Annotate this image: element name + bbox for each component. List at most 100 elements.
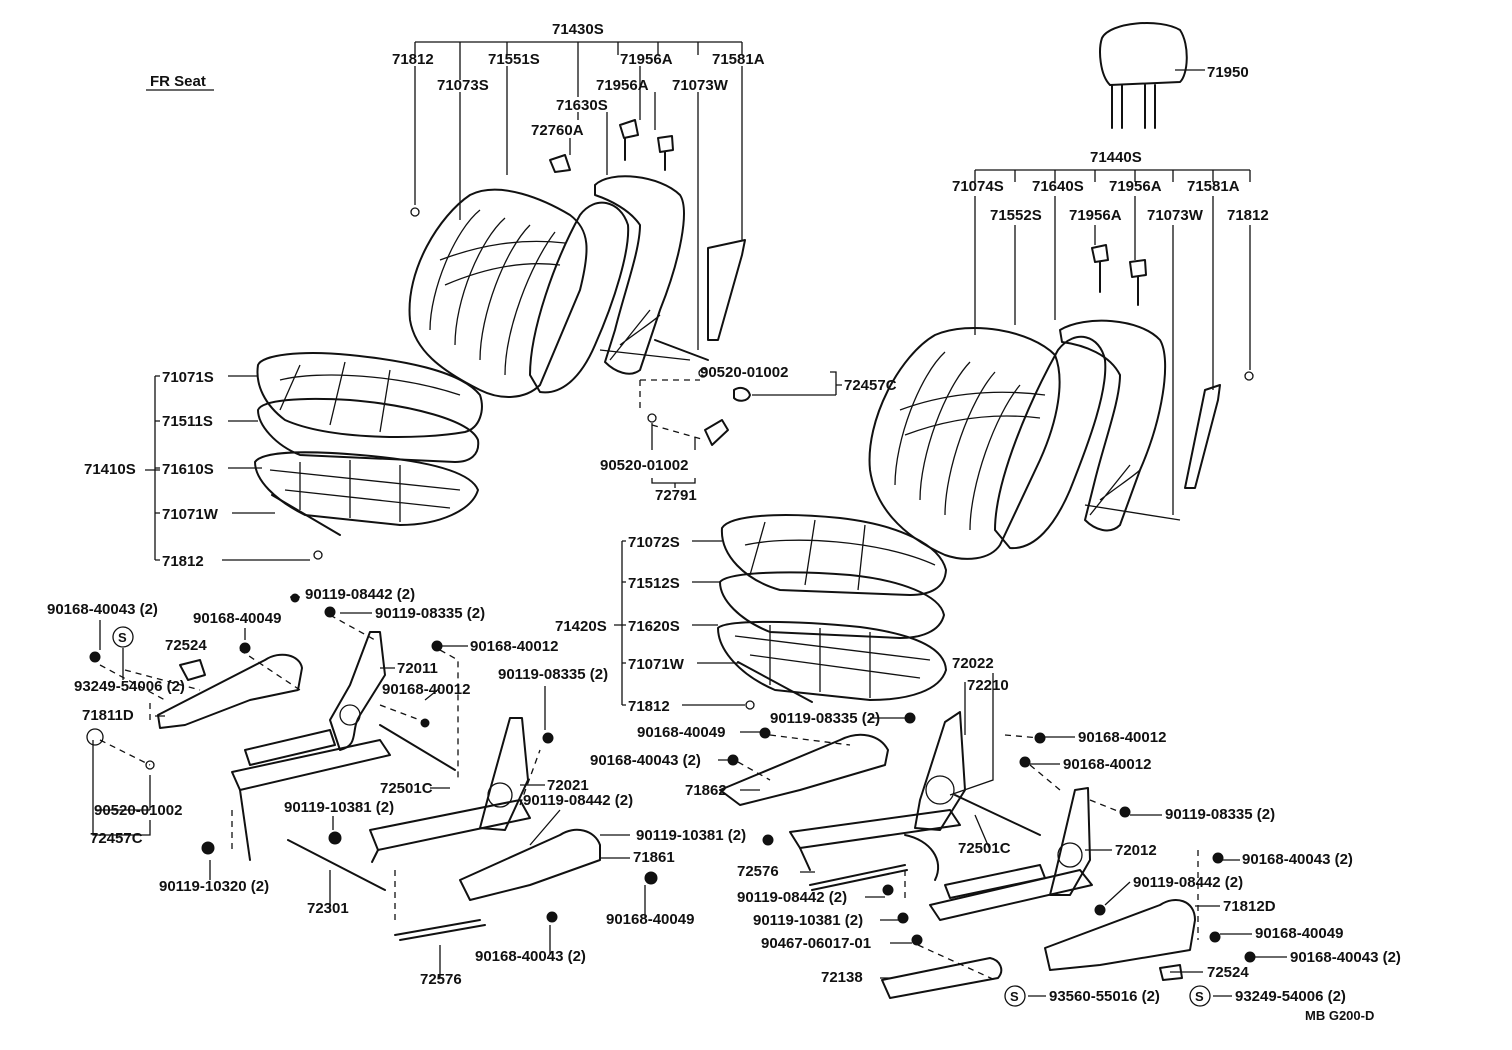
- left-seatback-callouts: 71430S 71812 71551S 71956A 71581A 71073S…: [392, 21, 765, 350]
- left-seatback-drawing: [408, 119, 746, 398]
- callout-71072S: 71072S: [628, 534, 680, 551]
- diagram-title: FR Seat: [150, 73, 206, 90]
- callout-71640S: 71640S: [1032, 178, 1084, 195]
- callout-72576-a: 72576: [420, 971, 462, 988]
- callout-90168-40043-2-b: 90168-40043 (2): [475, 948, 586, 965]
- right-cushion-callouts: 71072S 71512S 71420S 71620S 71071W 71812: [555, 534, 755, 715]
- lower-right-drawing: [719, 711, 1196, 999]
- callout-72457C-a: 72457C: [844, 377, 897, 394]
- callout-71812-a: 71812: [392, 51, 434, 68]
- callout-72760A: 72760A: [531, 122, 584, 139]
- callout-72576-b: 72576: [737, 863, 779, 880]
- callout-71861: 71861: [633, 849, 675, 866]
- recliner-knob-callouts: 90520-01002 72457C 90520-01002 72791: [600, 364, 897, 504]
- callout-71071S: 71071S: [162, 369, 214, 386]
- callout-71420S: 71420S: [555, 618, 607, 635]
- s-mark-3: S: [1195, 989, 1204, 1004]
- callout-71956A-d: 71956A: [1069, 207, 1122, 224]
- callout-71812-c: 71812: [162, 553, 204, 570]
- callout-72501C-a: 72501C: [380, 780, 433, 797]
- callout-71630S: 71630S: [556, 97, 608, 114]
- callout-71956A-c: 71956A: [1109, 178, 1162, 195]
- callout-90119-08335-2-a: 90119-08335 (2): [375, 605, 485, 622]
- callout-71812D: 71812D: [1223, 898, 1276, 915]
- callout-90119-08335-2-b: 90119-08335 (2): [498, 666, 608, 683]
- callout-93249-54006-2-a: 93249-54006 (2): [74, 678, 185, 695]
- callout-71950: 71950: [1207, 64, 1249, 81]
- right-seatback-callouts: 71440S 71074S 71640S 71956A 71581A 71552…: [952, 149, 1269, 515]
- lower-left-callouts: 90119-08442 (2) 90168-40043 (2) 90119-08…: [47, 586, 746, 988]
- callout-90168-40012-d: 90168-40012: [1063, 756, 1151, 773]
- callout-71073S: 71073S: [437, 77, 489, 94]
- callout-71811D: 71811D: [82, 707, 134, 724]
- callout-93560-55016-2: 93560-55016 (2): [1049, 988, 1160, 1005]
- callout-72011: 72011: [397, 660, 438, 677]
- callout-90119-08442-2-c: 90119-08442 (2): [1133, 874, 1243, 891]
- callout-90168-40049-c: 90168-40049: [637, 724, 725, 741]
- callout-72012: 72012: [1115, 842, 1157, 859]
- callout-90168-40049-d: 90168-40049: [1255, 925, 1343, 942]
- callout-71551S: 71551S: [488, 51, 540, 68]
- s-mark-2: S: [1010, 989, 1019, 1004]
- left-cushion-callouts: 71071S 71511S 71410S 71610S 71071W 71812: [84, 369, 323, 570]
- callout-90520-01002-b: 90520-01002: [600, 457, 688, 474]
- left-cushion-drawing: [254, 352, 483, 536]
- callout-90520-01002-a: 90520-01002: [700, 364, 788, 381]
- callout-90119-08335-2-d: 90119-08335 (2): [1165, 806, 1275, 823]
- callout-90168-40012-b: 90168-40012: [382, 681, 470, 698]
- callout-71071W-a: 71071W: [162, 506, 219, 523]
- callout-90467-06017-01: 90467-06017-01: [761, 935, 871, 952]
- callout-90119-10381-2-c: 90119-10381 (2): [753, 912, 863, 929]
- headrest: 71950: [1099, 22, 1249, 129]
- callout-71956A-a: 71956A: [620, 51, 673, 68]
- callout-90168-40049-a: 90168-40049: [193, 610, 281, 627]
- callout-90168-40043-2-a: 90168-40043 (2): [47, 601, 158, 618]
- callout-71610S: 71610S: [162, 461, 214, 478]
- callout-72021: 72021: [547, 777, 589, 794]
- callout-90119-10320-2: 90119-10320 (2): [159, 878, 269, 895]
- right-cushion-drawing: [717, 514, 947, 703]
- callout-71073W-a: 71073W: [672, 77, 729, 94]
- lower-right-callouts: 90168-40049 90119-08335 (2) 90168-40043 …: [590, 655, 1401, 1023]
- callout-71620S: 71620S: [628, 618, 680, 635]
- callout-71812-d: 71812: [628, 698, 670, 715]
- callout-72524-a: 72524: [165, 637, 207, 654]
- callout-72301: 72301: [307, 900, 349, 917]
- callout-90119-08442-2-b: 90119-08442 (2): [523, 792, 633, 809]
- callout-72022: 72022: [952, 655, 994, 672]
- callout-71512S: 71512S: [628, 575, 680, 592]
- callout-72524-b: 72524: [1207, 964, 1249, 981]
- callout-90168-40012-a: 90168-40012: [470, 638, 558, 655]
- callout-71511S: 71511S: [162, 413, 213, 430]
- s-mark-1: S: [118, 630, 127, 645]
- callout-90168-40043-2-c: 90168-40043 (2): [590, 752, 701, 769]
- callout-90119-08442-2-d: 90119-08442 (2): [737, 889, 847, 906]
- callout-90119-10381-2-a: 90119-10381 (2): [284, 799, 394, 816]
- callout-72791: 72791: [655, 487, 697, 504]
- callout-71552S: 71552S: [990, 207, 1042, 224]
- callout-90119-10381-2-b: 90119-10381 (2): [636, 827, 746, 844]
- callout-71410S: 71410S: [84, 461, 136, 478]
- callout-90168-40043-2-d: 90168-40043 (2): [1242, 851, 1353, 868]
- callout-71073W-b: 71073W: [1147, 207, 1204, 224]
- diagram-code: MB G200-D: [1305, 1008, 1374, 1023]
- callout-90119-08442-2-a: 90119-08442 (2): [305, 586, 415, 603]
- callout-93249-54006-2-b: 93249-54006 (2): [1235, 988, 1346, 1005]
- callout-72457C-b: 72457C: [90, 830, 143, 847]
- callout-90119-08335-2-c: 90119-08335 (2): [770, 710, 880, 727]
- callout-72501C-b: 72501C: [958, 840, 1011, 857]
- callout-90168-40049-b: 90168-40049: [606, 911, 694, 928]
- callout-72210: 72210: [967, 677, 1009, 694]
- callout-71812-b: 71812: [1227, 207, 1269, 224]
- callout-71440S: 71440S: [1090, 149, 1142, 166]
- lower-left-drawing: [157, 631, 601, 941]
- callout-71956A-b: 71956A: [596, 77, 649, 94]
- right-seatback-drawing: [868, 244, 1221, 560]
- callout-71071W-b: 71071W: [628, 656, 685, 673]
- callout-71581A-a: 71581A: [712, 51, 765, 68]
- callout-71074S: 71074S: [952, 178, 1004, 195]
- callout-90168-40043-2-e: 90168-40043 (2): [1290, 949, 1401, 966]
- callout-71430S: 71430S: [552, 21, 604, 38]
- callout-71581A-b: 71581A: [1187, 178, 1240, 195]
